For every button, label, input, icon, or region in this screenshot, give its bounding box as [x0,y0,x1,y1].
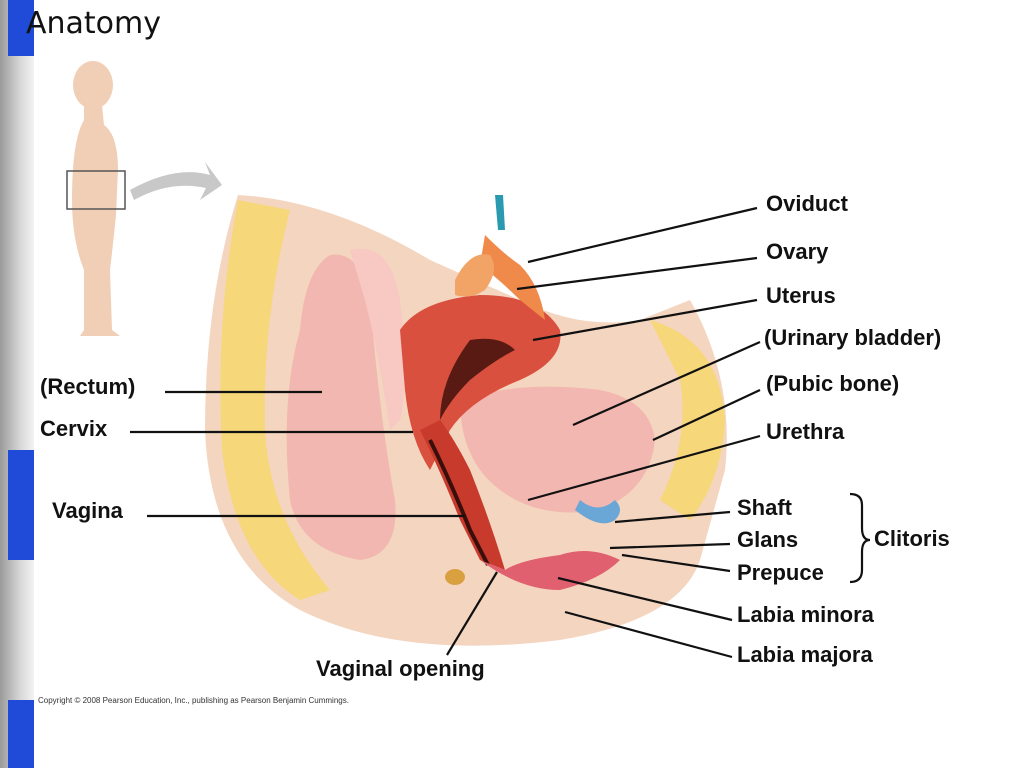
leader-ovary [516,256,758,291]
label-rectum: (Rectum) [40,374,136,399]
inset-region-box [66,170,126,210]
label-vagina: Vagina [52,498,123,523]
label-oviduct: Oviduct [766,191,848,216]
label-clitoris: Clitoris [874,526,950,551]
label-labia-majora: Labia majora [737,642,873,667]
stripe-blue-bottom [8,700,34,768]
zoom-arrow [130,162,222,200]
label-labia-minora: Labia minora [737,602,874,627]
label-pubic-bone: (Pubic bone) [766,371,900,396]
label-cervix: Cervix [40,416,108,441]
stripe-blue-top [8,0,34,56]
leader-prepuce [621,553,731,573]
leader-lines [130,206,761,659]
label-urethra: Urethra [766,419,845,444]
pelvic-cross-section [205,195,727,646]
leader-labia-minora [557,576,733,622]
label-glans: Glans [737,527,799,552]
left-accent-stripe [0,0,34,768]
label-vaginal-opening: Vaginal opening [316,656,485,681]
leader-urinary-bladder [572,340,761,427]
label-ovary: Ovary [766,239,829,264]
leader-urethra [527,434,761,502]
leader-uterus [532,298,758,342]
label-shaft: Shaft [737,495,792,520]
leader-glans [609,542,731,550]
copyright-notice: Copyright © 2008 Pearson Education, Inc.… [38,696,349,705]
label-uterus: Uterus [766,283,836,308]
clitoris-brace [849,492,871,584]
label-prepuce: Prepuce [737,560,824,585]
leader-pubic-bone [652,389,761,441]
leader-shaft [614,510,731,524]
body-silhouette-inset [66,61,126,336]
leader-labia-majora [564,610,733,659]
slide-title: Anatomy [26,6,162,41]
stripe-blue-mid [8,450,34,560]
leader-vaginal-opening [446,571,498,656]
leader-oviduct [527,206,758,264]
label-urinary-bladder: (Urinary bladder) [764,325,942,350]
